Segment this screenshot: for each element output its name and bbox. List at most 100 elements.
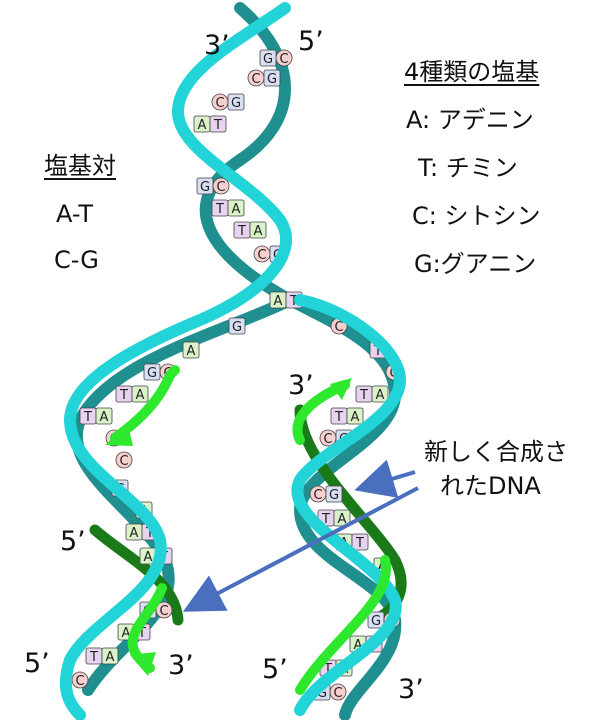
- svg-text:A: A: [198, 118, 207, 133]
- new-dna-label-line1: 新しく合成さ: [424, 438, 568, 466]
- svg-text:T: T: [355, 536, 364, 551]
- end-label-top-left: 3’: [204, 30, 230, 61]
- svg-text:T: T: [213, 118, 222, 133]
- svg-text:A: A: [187, 344, 196, 359]
- svg-text:T: T: [359, 388, 368, 403]
- svg-text:A: A: [274, 294, 283, 309]
- base-t: T: [351, 533, 369, 551]
- base-c: C: [211, 93, 229, 111]
- base-c: C: [115, 451, 133, 469]
- base-t: T: [233, 221, 251, 239]
- base-a: A: [227, 199, 245, 217]
- base-t: T: [330, 407, 348, 425]
- svg-text:T: T: [83, 410, 92, 425]
- end-label-bottom-right-5: 5’: [262, 654, 288, 685]
- svg-text:C: C: [279, 52, 288, 67]
- base-t: T: [209, 115, 227, 133]
- end-label-bottom-right-3: 3’: [398, 674, 424, 705]
- base-c: C: [309, 485, 327, 503]
- svg-text:A: A: [354, 638, 363, 653]
- end-label-bottom-left-5: 5’: [24, 648, 50, 679]
- end-label-right-new: 3’: [288, 370, 314, 401]
- base-a-label: A: アデニン: [406, 106, 534, 134]
- svg-text:G: G: [267, 72, 277, 87]
- svg-text:C: C: [159, 604, 168, 619]
- base-a: A: [131, 385, 149, 403]
- base-c: C: [247, 69, 265, 87]
- base-t: T: [85, 647, 103, 665]
- svg-text:A: A: [338, 512, 347, 527]
- base-g: G: [196, 177, 214, 195]
- base-a: A: [193, 115, 211, 133]
- svg-text:C: C: [257, 248, 266, 263]
- end-label-left-new: 5’: [60, 526, 86, 557]
- svg-text:A: A: [100, 410, 109, 425]
- base-pair-at: A-T: [56, 200, 94, 228]
- base-g: G: [143, 363, 161, 381]
- arrow-icon: [105, 378, 352, 676]
- svg-text:A: A: [351, 410, 360, 425]
- svg-text:T: T: [373, 344, 382, 359]
- svg-text:C: C: [215, 96, 224, 111]
- base-a: A: [95, 407, 113, 425]
- svg-text:T: T: [119, 388, 128, 403]
- base-pair-title: 塩基対: [44, 152, 116, 180]
- end-label-top-right: 5’: [298, 26, 324, 57]
- svg-text:C: C: [333, 686, 342, 701]
- base-c: C: [212, 177, 230, 195]
- svg-text:T: T: [145, 526, 154, 541]
- svg-text:A: A: [136, 388, 145, 403]
- base-c: C: [275, 49, 293, 67]
- svg-text:T: T: [334, 410, 343, 425]
- svg-text:G: G: [232, 320, 242, 335]
- svg-text:T: T: [289, 294, 298, 309]
- svg-text:C: C: [75, 674, 84, 689]
- svg-text:C: C: [334, 320, 343, 335]
- svg-text:G: G: [263, 52, 273, 67]
- base-pair-cg: C-G: [54, 246, 99, 274]
- base-a: A: [101, 647, 119, 665]
- svg-text:T: T: [89, 650, 98, 665]
- svg-text:A: A: [376, 388, 385, 403]
- svg-text:A: A: [232, 202, 241, 217]
- base-c-label: C: シトシン: [412, 202, 541, 230]
- svg-text:C: C: [216, 180, 225, 195]
- svg-text:G: G: [329, 488, 339, 503]
- callout-arrows: [182, 459, 419, 612]
- svg-text:C: C: [251, 72, 260, 87]
- base-c: C: [329, 683, 347, 701]
- svg-text:T: T: [215, 202, 224, 217]
- base-g: G: [227, 93, 245, 111]
- base-t-label: T: チミン: [418, 154, 518, 182]
- base-a: A: [346, 407, 364, 425]
- bases-title: 4種類の塩基: [404, 58, 540, 86]
- svg-text:A: A: [106, 650, 115, 665]
- svg-text:C: C: [313, 488, 322, 503]
- base-g: G: [325, 485, 343, 503]
- base-a: A: [371, 385, 389, 403]
- svg-text:T: T: [237, 224, 246, 239]
- svg-text:T: T: [137, 626, 146, 641]
- end-label-bottom-left-3: 3’: [168, 650, 194, 681]
- svg-text:G: G: [317, 686, 327, 701]
- svg-text:G: G: [200, 180, 210, 195]
- svg-text:G: G: [231, 96, 241, 111]
- svg-text:G: G: [371, 614, 381, 629]
- base-a: A: [269, 291, 287, 309]
- base-t: T: [115, 385, 133, 403]
- svg-text:A: A: [122, 626, 131, 641]
- svg-text:T: T: [323, 662, 332, 677]
- svg-text:G: G: [147, 366, 157, 381]
- base-c: C: [155, 601, 173, 619]
- base-c: C: [253, 245, 271, 263]
- base-t: T: [211, 199, 229, 217]
- base-c: C: [71, 671, 89, 689]
- base-t: T: [355, 385, 373, 403]
- svg-text:C: C: [323, 432, 332, 447]
- svg-text:A: A: [130, 526, 139, 541]
- base-a: A: [182, 341, 200, 359]
- base-a: A: [125, 523, 143, 541]
- base-g: G: [259, 49, 277, 67]
